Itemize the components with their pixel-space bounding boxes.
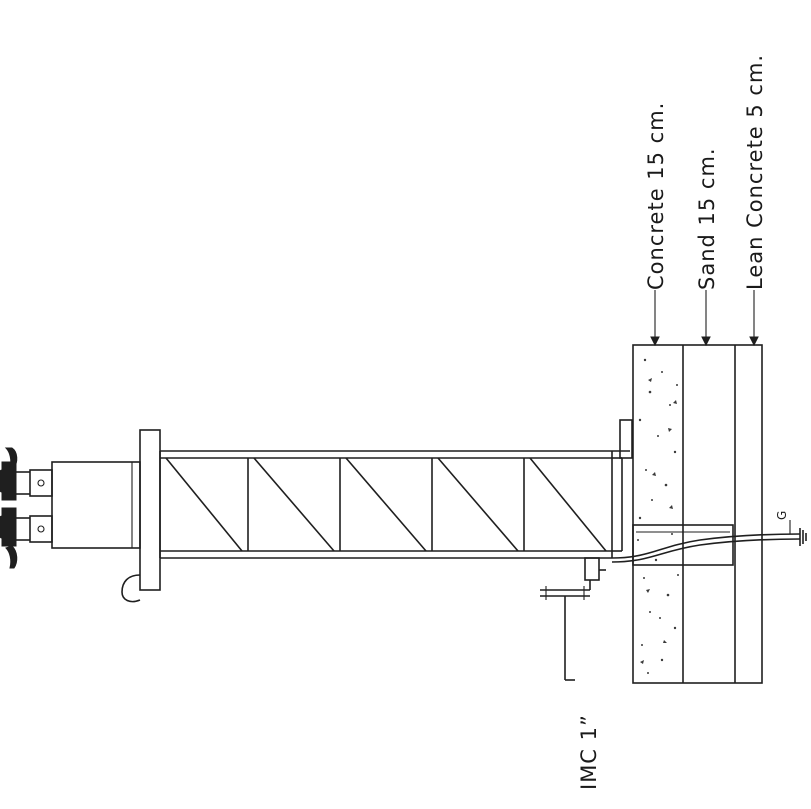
junction-box xyxy=(51,461,141,549)
top-mounting-plate xyxy=(139,429,161,591)
ground-cable: G xyxy=(611,510,807,563)
concrete-texture xyxy=(637,358,679,674)
embed-plate xyxy=(619,419,633,459)
lamp-fixture-right xyxy=(0,507,53,569)
ground-label: G xyxy=(775,510,789,520)
lamp-fixture-left xyxy=(0,447,53,501)
foundation xyxy=(619,344,763,684)
callout-leaders xyxy=(650,290,759,347)
truss-column xyxy=(159,450,630,559)
foundation-outline xyxy=(632,344,763,684)
imc-conduit xyxy=(540,557,606,681)
concrete-layer-label: Concrete 15 cm. xyxy=(644,102,668,290)
sand-layer-label: Sand 15 cm. xyxy=(695,147,719,290)
pull-box xyxy=(584,557,600,581)
anchor-pocket xyxy=(632,524,734,566)
luminaire-head xyxy=(51,429,161,603)
lean-concrete-layer-label: Lean Concrete 5 cm. xyxy=(743,54,767,290)
imc-conduit-label: IMC 1” xyxy=(577,714,601,790)
